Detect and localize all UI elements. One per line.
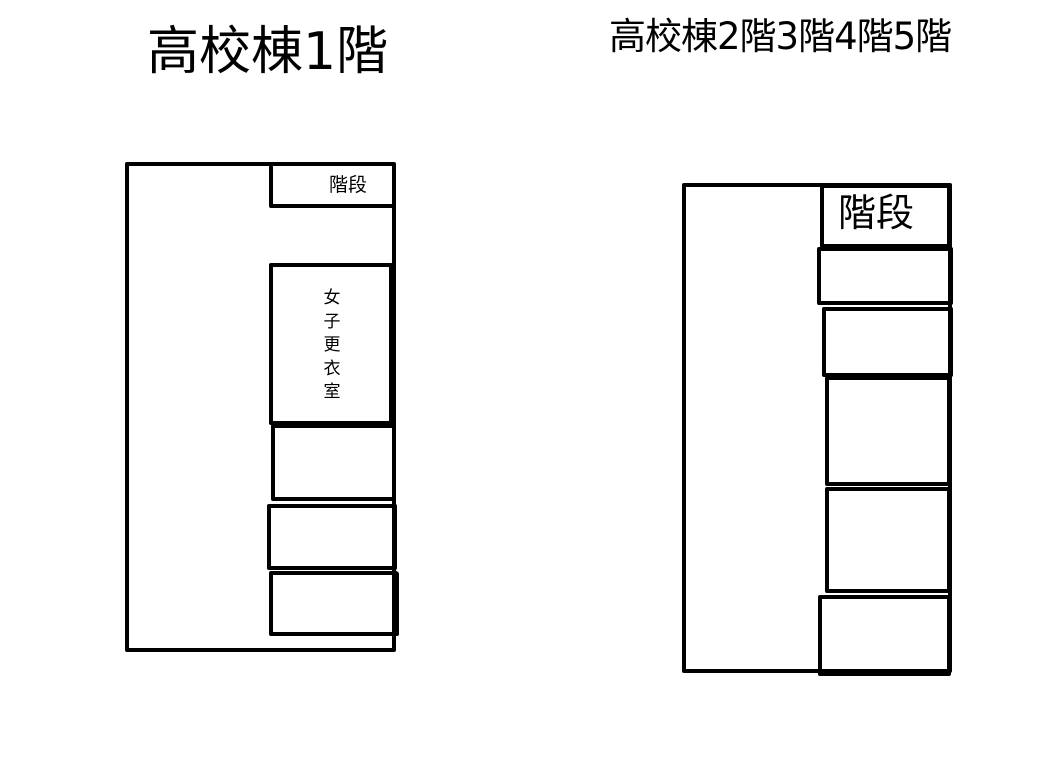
floor-1-room-b	[267, 504, 397, 570]
floor-1-plan	[125, 162, 399, 652]
floors-2-5-room-b	[822, 307, 953, 377]
floors-2-5-stairs-room	[820, 184, 951, 248]
floor-1-locker-room-label: 女子更衣室	[323, 288, 341, 402]
floors-2-5-title: 高校棟2階3階4階5階	[609, 15, 952, 58]
floors-2-5-room-e	[818, 595, 951, 676]
floor-1-title: 高校棟1階	[147, 22, 389, 82]
floors-2-5-room-d	[825, 487, 951, 593]
floor-1-locker-room	[269, 263, 393, 425]
floors-2-5-stairs-label: 階段	[838, 191, 915, 235]
floors-2-5-room-c	[825, 376, 951, 486]
floor-1-outline	[125, 162, 396, 652]
floor-1-stairs-room	[269, 165, 394, 208]
floors-2-5-room-a	[817, 247, 953, 305]
floors-2-5-plan	[682, 183, 953, 676]
floor-1-stairs-label: 階段	[329, 174, 368, 196]
floor-1-room-a	[271, 424, 396, 501]
floor-1-room-c	[269, 571, 398, 636]
